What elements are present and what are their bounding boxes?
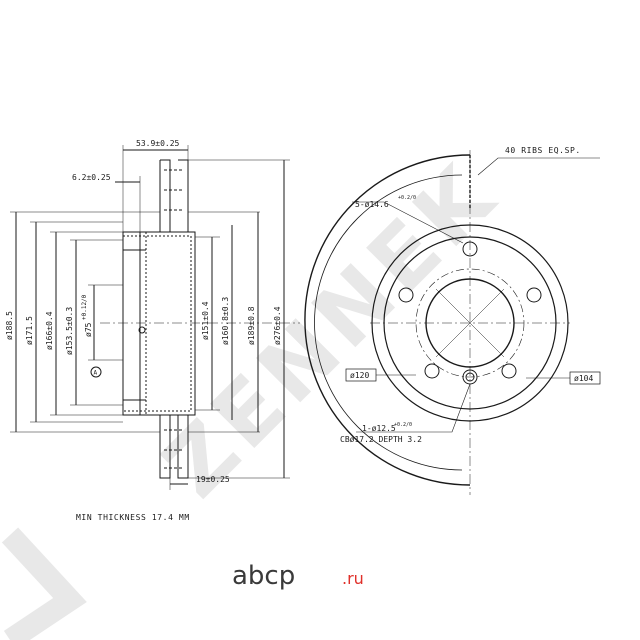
bottom-width-label: 19±0.25 [196,475,230,484]
counterbore-label: CBø17.2 DEPTH 3.2 [340,435,422,444]
d151-label: ø151±0.4 [201,301,210,340]
d166-label: ø166±0.4 [45,311,54,350]
rotor-bottom [159,415,189,479]
front-view-labels: 40 RIBS EQ.SP. 5-ø14.6 +0.2/0 ø120 ø104 … [340,146,593,444]
d160-label: ø160.8±0.3 [221,297,230,345]
pin-hole [465,372,475,382]
datum-a-marker [90,366,102,378]
d276-label: ø276±0.4 [273,306,282,345]
hub-section [122,231,196,416]
watermark-chevron [1,527,87,640]
d189-label: ø189±0.8 [247,306,256,345]
bolt-holes-label: 5-ø14.6 [355,200,389,209]
d75-tol-label: +0.12/0 [81,294,88,320]
bolt-tol-label: +0.2/0 [398,195,416,201]
center-bore-label: ø104 [574,374,593,383]
top-width-label: 53.9±0.25 [136,139,180,148]
bolt-hole-3 [526,287,542,303]
side-view-labels: 53.9±0.25 6.2±0.25 19±0.25 ø188.5 ø171.5… [5,139,282,484]
d171-label: ø171.5 [25,316,34,345]
hub-offset-label: 6.2±0.25 [72,173,111,182]
ribs-label: 40 RIBS EQ.SP. [505,146,581,155]
d188-label: ø188.5 [5,311,14,340]
outer-disc-arc [304,154,471,486]
front-view [304,150,601,495]
bolt-hole-1 [462,241,478,257]
brand-logo: abcp .ru [232,561,364,591]
brand-name: abcp [232,561,295,591]
bolt-hole-4 [424,363,440,379]
d153-label: ø153.5±0.3 [65,307,74,355]
brand-suffix: .ru [342,569,364,588]
pin-hole-label: 1-ø12.5 [362,424,396,433]
rotor-top [160,159,189,232]
min-thickness-label: MIN THICKNESS 17.4 MM [76,513,190,522]
pin-tol-label: +0.2/0 [394,422,412,428]
bolt-hole-5 [501,363,517,379]
pcd-label: ø120 [350,371,369,380]
datum-a-label: A [94,370,98,377]
d75-label: ø75 [84,322,93,337]
side-view [10,145,300,490]
bolt-hole-2 [398,287,414,303]
